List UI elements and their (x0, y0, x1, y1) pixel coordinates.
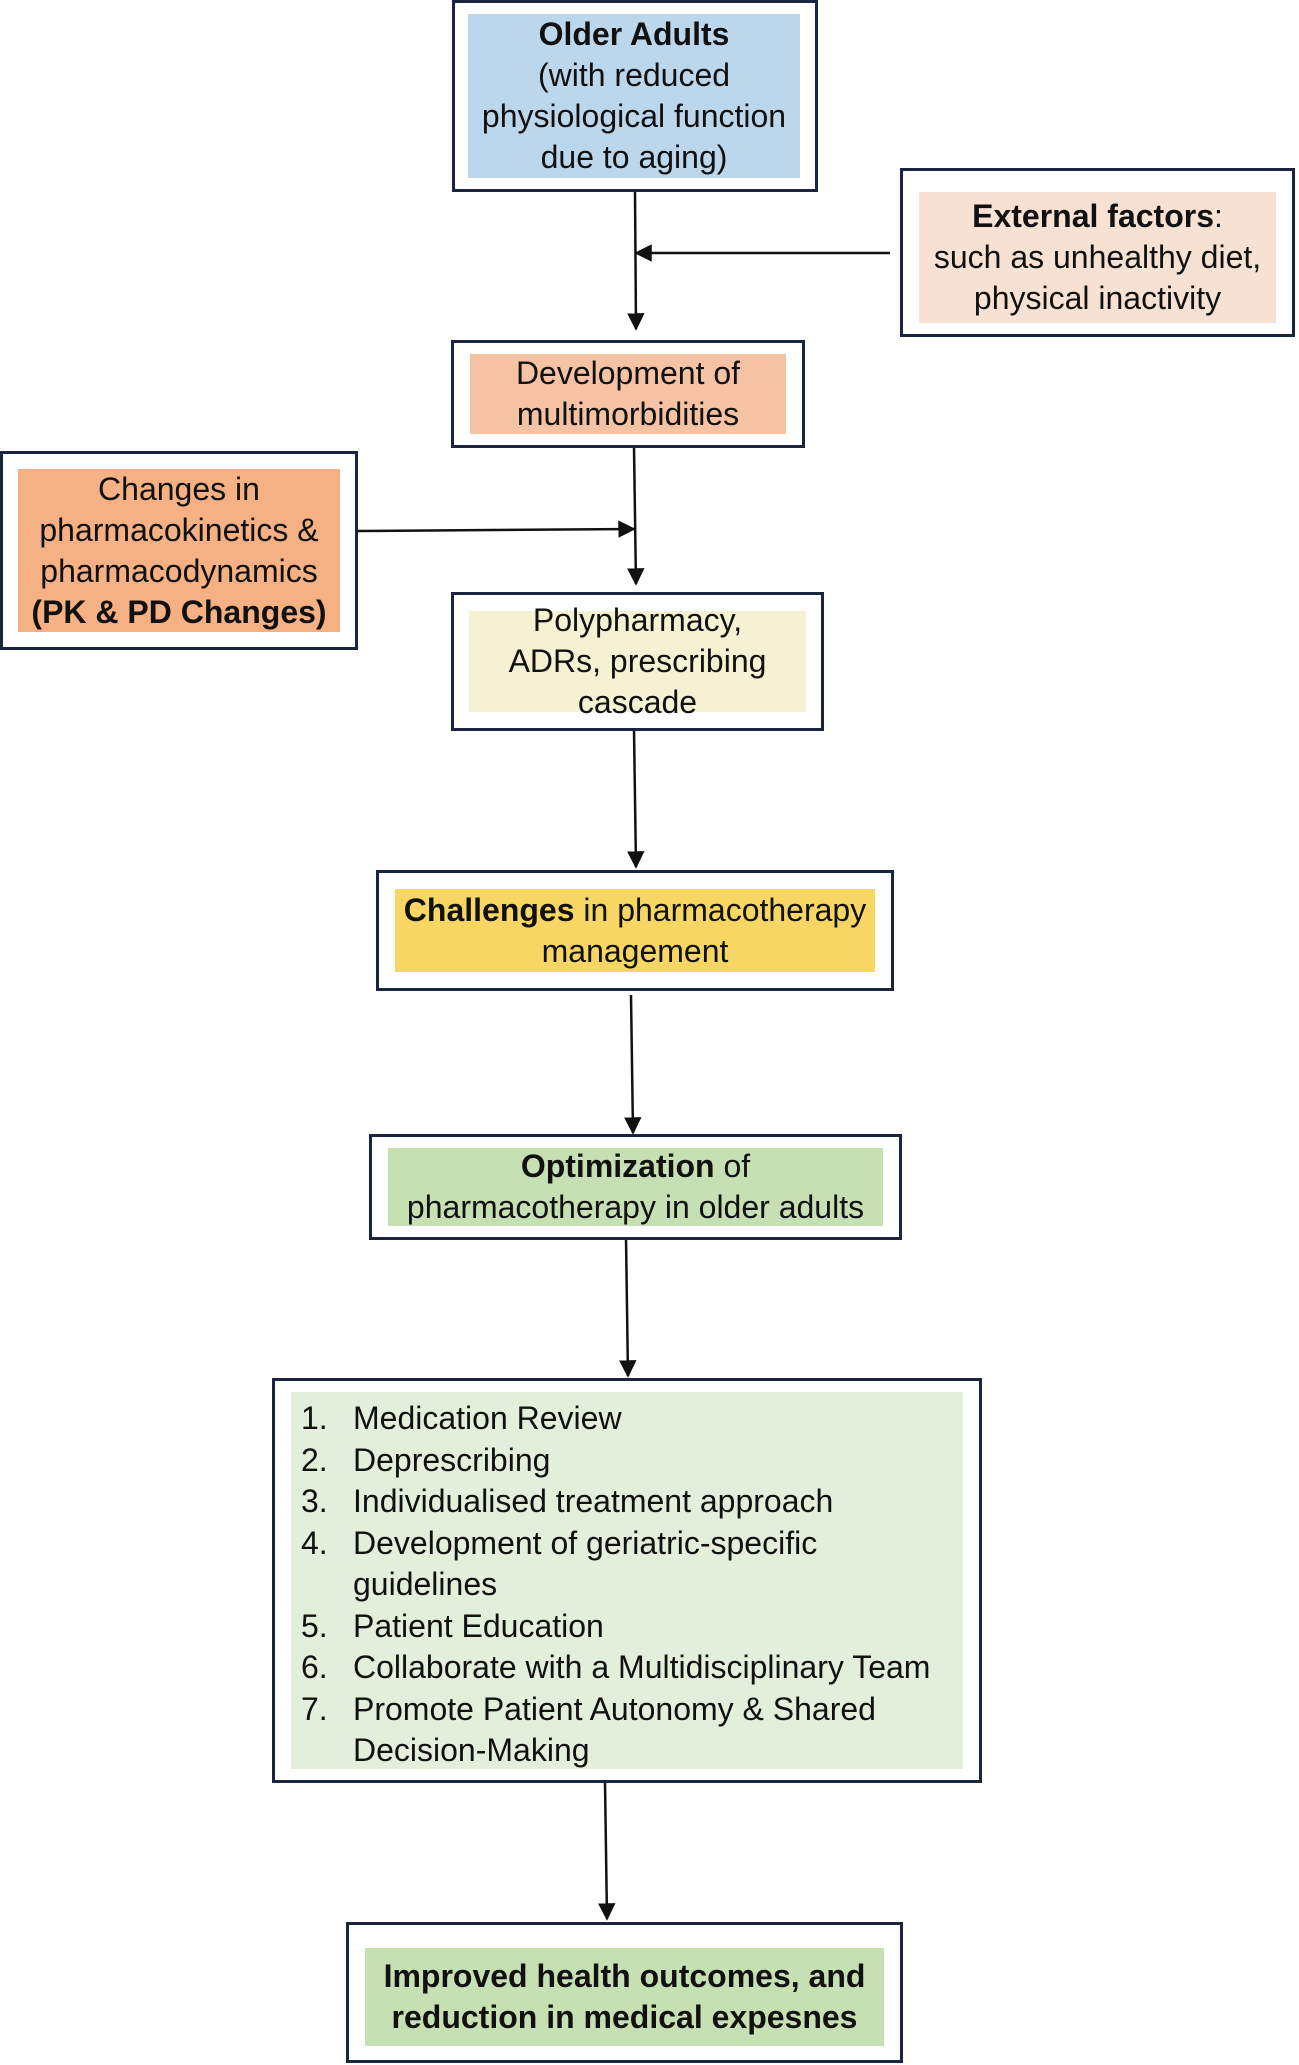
polypharmacy-text: Polypharmacy, ADRs, prescribing cascade (508, 602, 767, 720)
multimorbidities-fill: Development of multimorbidities (470, 354, 786, 434)
arrow-optimization-to-list (619, 1237, 637, 1378)
optimization-title: Optimization (520, 1148, 715, 1184)
arrow-poly-to-challenges (627, 729, 645, 869)
optimization-box: Optimization of pharmacotherapy in older… (369, 1134, 902, 1240)
strategies-list: 1. Medication Review 2. Deprescribing 3. Indi… (301, 1398, 953, 1772)
strategy-item: 6. Collaborate with a Multidisciplinary T… (301, 1647, 953, 1689)
outcome-fill: Improved health outcomes, and reduction … (365, 1948, 884, 2046)
strategy-text: Promote Patient Autonomy & Shared Decisi… (353, 1690, 876, 1769)
polypharmacy-box: Polypharmacy, ADRs, prescribing cascade (451, 592, 824, 731)
outcome-text: Improved health outcomes, and reduction … (383, 1958, 866, 2035)
older-adults-title: Older Adults (538, 16, 730, 52)
optimization-text: of pharmacotherapy in older adults (406, 1148, 865, 1225)
strategy-item: 5. Patient Education (301, 1606, 953, 1648)
older-adults-box: Older Adults (with reduced physiological… (452, 0, 818, 192)
arrow-challenges-to-optimization (624, 994, 642, 1135)
strategy-text: Individualised treatment approach (353, 1483, 834, 1519)
strategy-text: Collaborate with a Multidisciplinary Tea… (353, 1649, 931, 1685)
outcome-box: Improved health outcomes, and reduction … (346, 1922, 903, 2063)
strategy-text: Patient Education (353, 1607, 604, 1644)
pk-pd-changes-title: (PK & PD Changes) (31, 593, 327, 630)
external-factors-title: External factors (972, 198, 1214, 234)
strategy-number: 1. (301, 1400, 328, 1436)
challenges-box: Challenges in pharmacotherapy management (376, 870, 894, 991)
challenges-text: in pharmacotherapy management (541, 891, 867, 969)
strategies-fill: 1. Medication Review 2. Deprescribing 3. Indi… (291, 1392, 963, 1769)
older-adults-description: (with reduced physiological function due… (481, 57, 787, 175)
challenges-fill: Challenges in pharmacotherapy management (395, 889, 875, 972)
multimorbidities-text: Development of multimorbidities (515, 355, 741, 432)
strategies-box: 1. Medication Review 2. Deprescribing 3. Indi… (272, 1378, 982, 1783)
arrow-multi-to-poly (627, 446, 645, 586)
strategy-text: Development of geriatric-specific guidel… (353, 1524, 818, 1603)
strategy-item: 7. Promote Patient Autonomy & Shared Deci… (301, 1689, 953, 1772)
optimization-fill: Optimization of pharmacotherapy in older… (388, 1148, 883, 1226)
arrow-older-to-multi (627, 191, 645, 331)
pk-pd-changes-text: Changes in pharmacokinetics & pharmacody… (39, 470, 319, 589)
strategy-number: 4. (301, 1524, 328, 1561)
external-factors-colon: : (1213, 198, 1223, 234)
strategy-number: 6. (301, 1649, 328, 1685)
pk-pd-changes-fill: Changes in pharmacokinetics & pharmacody… (18, 469, 340, 632)
strategy-item: 2. Deprescribing (301, 1440, 953, 1482)
pk-pd-changes-box: Changes in pharmacokinetics & pharmacody… (0, 451, 358, 650)
strategy-number: 7. (301, 1690, 328, 1727)
strategy-text: Deprescribing (353, 1441, 551, 1478)
arrow-pkpd-to-main (357, 520, 636, 538)
strategy-item: 3. Individualised treatment approach (301, 1481, 953, 1523)
older-adults-fill: Older Adults (with reduced physiological… (468, 14, 800, 178)
strategy-number: 5. (301, 1607, 328, 1644)
multimorbidities-box: Development of multimorbidities (451, 340, 805, 448)
polypharmacy-fill: Polypharmacy, ADRs, prescribing cascade (469, 602, 806, 720)
external-factors-box: External factors: such as unhealthy diet… (900, 168, 1295, 337)
challenges-title: Challenges (403, 891, 575, 928)
strategy-text: Medication Review (353, 1400, 622, 1436)
strategy-number: 3. (301, 1483, 328, 1519)
external-factors-description: such as unhealthy diet, physical inactiv… (933, 239, 1262, 316)
strategy-item: 1. Medication Review (301, 1398, 953, 1440)
strategy-number: 2. (301, 1441, 328, 1478)
external-factors-fill: External factors: such as unhealthy diet… (919, 192, 1276, 323)
arrow-list-to-outcome (598, 1781, 616, 1921)
strategy-item: 4. Development of geriatric-specific guid… (301, 1523, 953, 1606)
